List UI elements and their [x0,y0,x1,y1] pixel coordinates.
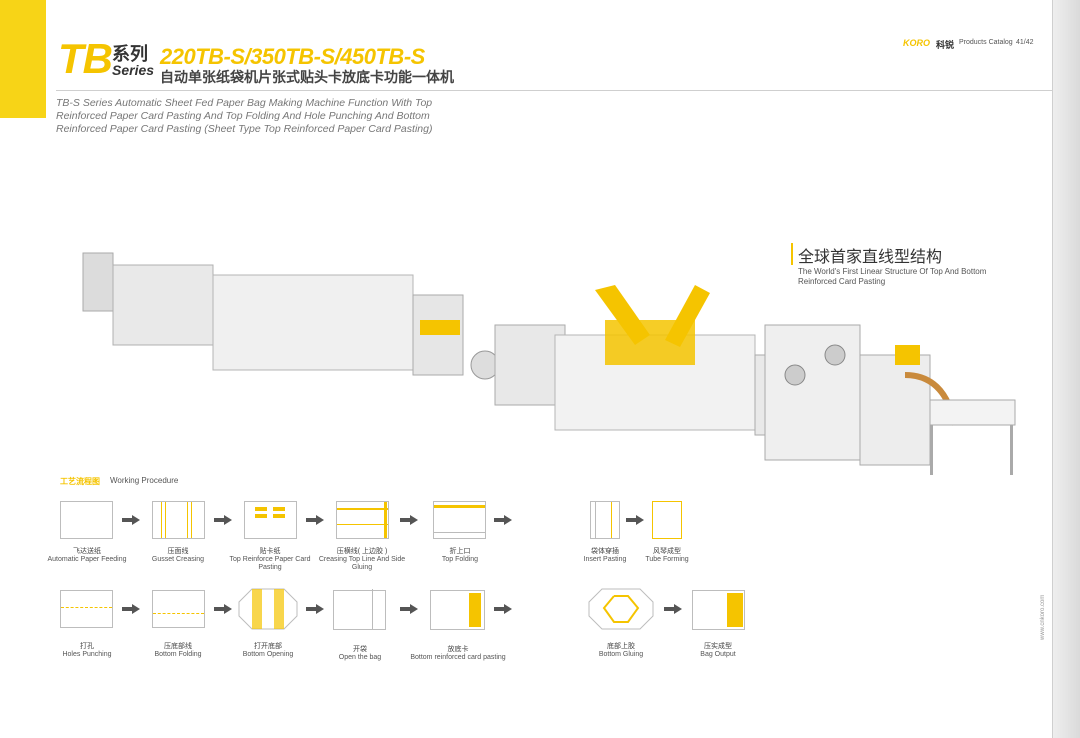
brand-logo: KORO [903,38,930,48]
step-diagram-top-card-pasting [244,501,297,539]
step-label-cn: 风琴成型 [653,548,681,555]
arrow-right-icon [122,515,140,525]
page-title-cn: 自动单张纸袋机片张式贴头卡放底卡功能一体机 [160,69,454,85]
machine-body [82,252,1016,475]
step-label-cn: 飞达送纸 [73,548,101,555]
arrow-right-icon [122,604,140,614]
step-label-cn: 压实成型 [704,643,732,650]
step-diagram-creasing-top-line [336,501,389,539]
arrow-right-icon [664,604,682,614]
step-label-en: Bottom Gluing [598,651,644,658]
step-label-en: Top Folding [441,556,479,563]
step-label-cn: 袋体穿插 [591,548,619,555]
step-label-en: Bag Output [700,651,736,658]
step-label-cn: 压横线( 上边胶 ) [336,548,388,555]
step-label-en: Top Reinforce Paper Card Pasting [229,556,311,571]
step-diagram-insert-pasting [590,501,620,539]
arrow-right-icon [214,604,232,614]
step-diagram-holes-punching [60,590,113,628]
brand-logo-cn: 科锐 [936,40,955,50]
procedure-title-cn: 工艺流程图 [60,477,100,486]
step-label-en: Bottom Folding [154,651,202,658]
step-label-en: Tube Forming [645,556,689,563]
step-diagram-bottom-folding [152,590,205,628]
header-divider [56,90,1052,91]
step-label-cn: 贴卡纸 [259,548,281,555]
feature-accent-bar [791,243,793,265]
page-edge-line [1052,0,1053,738]
arrow-right-icon [400,515,418,525]
model-numbers: 220TB-S/350TB-S/450TB-S [160,44,425,69]
feature-title-en: The World's First Linear Structure Of To… [798,267,987,286]
step-diagram-bottom-gluing [588,588,654,630]
arrow-right-icon [494,515,512,525]
product-description: TB-S Series Automatic Sheet Fed Paper Ba… [56,97,433,135]
step-label-en: Creasing Top Line And Side Gluing [318,556,406,571]
page-number: 41/42 [1016,39,1034,46]
yellow-corner-tab [0,0,46,118]
procedure-title-en: Working Procedure [110,476,179,485]
arrow-right-icon [214,515,232,525]
step-diagram-bag-output [692,590,745,630]
step-label-en: Automatic Paper Feeding [47,556,127,563]
website-url: www.cnkoro.com [1040,594,1046,640]
step-label-cn: 底部上胶 [607,643,635,650]
arrow-right-icon [306,515,324,525]
step-diagram-bottom-opening [238,588,298,630]
step-label-en: Holes Punching [62,651,112,658]
step-label-en: Gusset Creasing [151,556,205,563]
step-diagram-gusset-creasing [152,501,205,539]
step-diagram-open-bag [333,589,386,630]
step-label-en: Open the bag [338,654,382,661]
step-label-en: Bottom reinforced card pasting [410,654,506,661]
step-label-en: Insert Pasting [583,556,627,563]
step-diagram-paper-feeding [60,501,113,539]
step-label-cn: 打孔 [80,643,94,650]
series-en: Series [112,62,155,78]
arrow-right-icon [400,604,418,614]
step-label-cn: 折上口 [449,548,471,555]
step-diagram-tube-forming [652,501,682,539]
step-diagram-bottom-card [430,590,485,630]
step-label-en: Bottom Opening [242,651,294,658]
arrow-right-icon [626,515,644,525]
step-label-cn: 开袋 [353,646,367,653]
step-label-cn: 放底卡 [447,646,469,653]
step-label-cn: 打开底部 [254,643,282,650]
catalog-label: Products Catalog [959,39,1013,46]
step-label-cn: 压底部线 [164,643,192,650]
arrow-right-icon [306,604,324,614]
series-cn: 系列 [112,44,148,64]
page-edge-strip [1052,0,1080,738]
step-label-cn: 压面线 [167,548,189,555]
step-diagram-top-folding [433,501,486,539]
feature-title-cn: 全球首家直线型结构 [798,249,943,266]
series-letters: TB [58,35,113,82]
machine-illustration [82,252,1016,475]
arrow-right-icon [494,604,512,614]
